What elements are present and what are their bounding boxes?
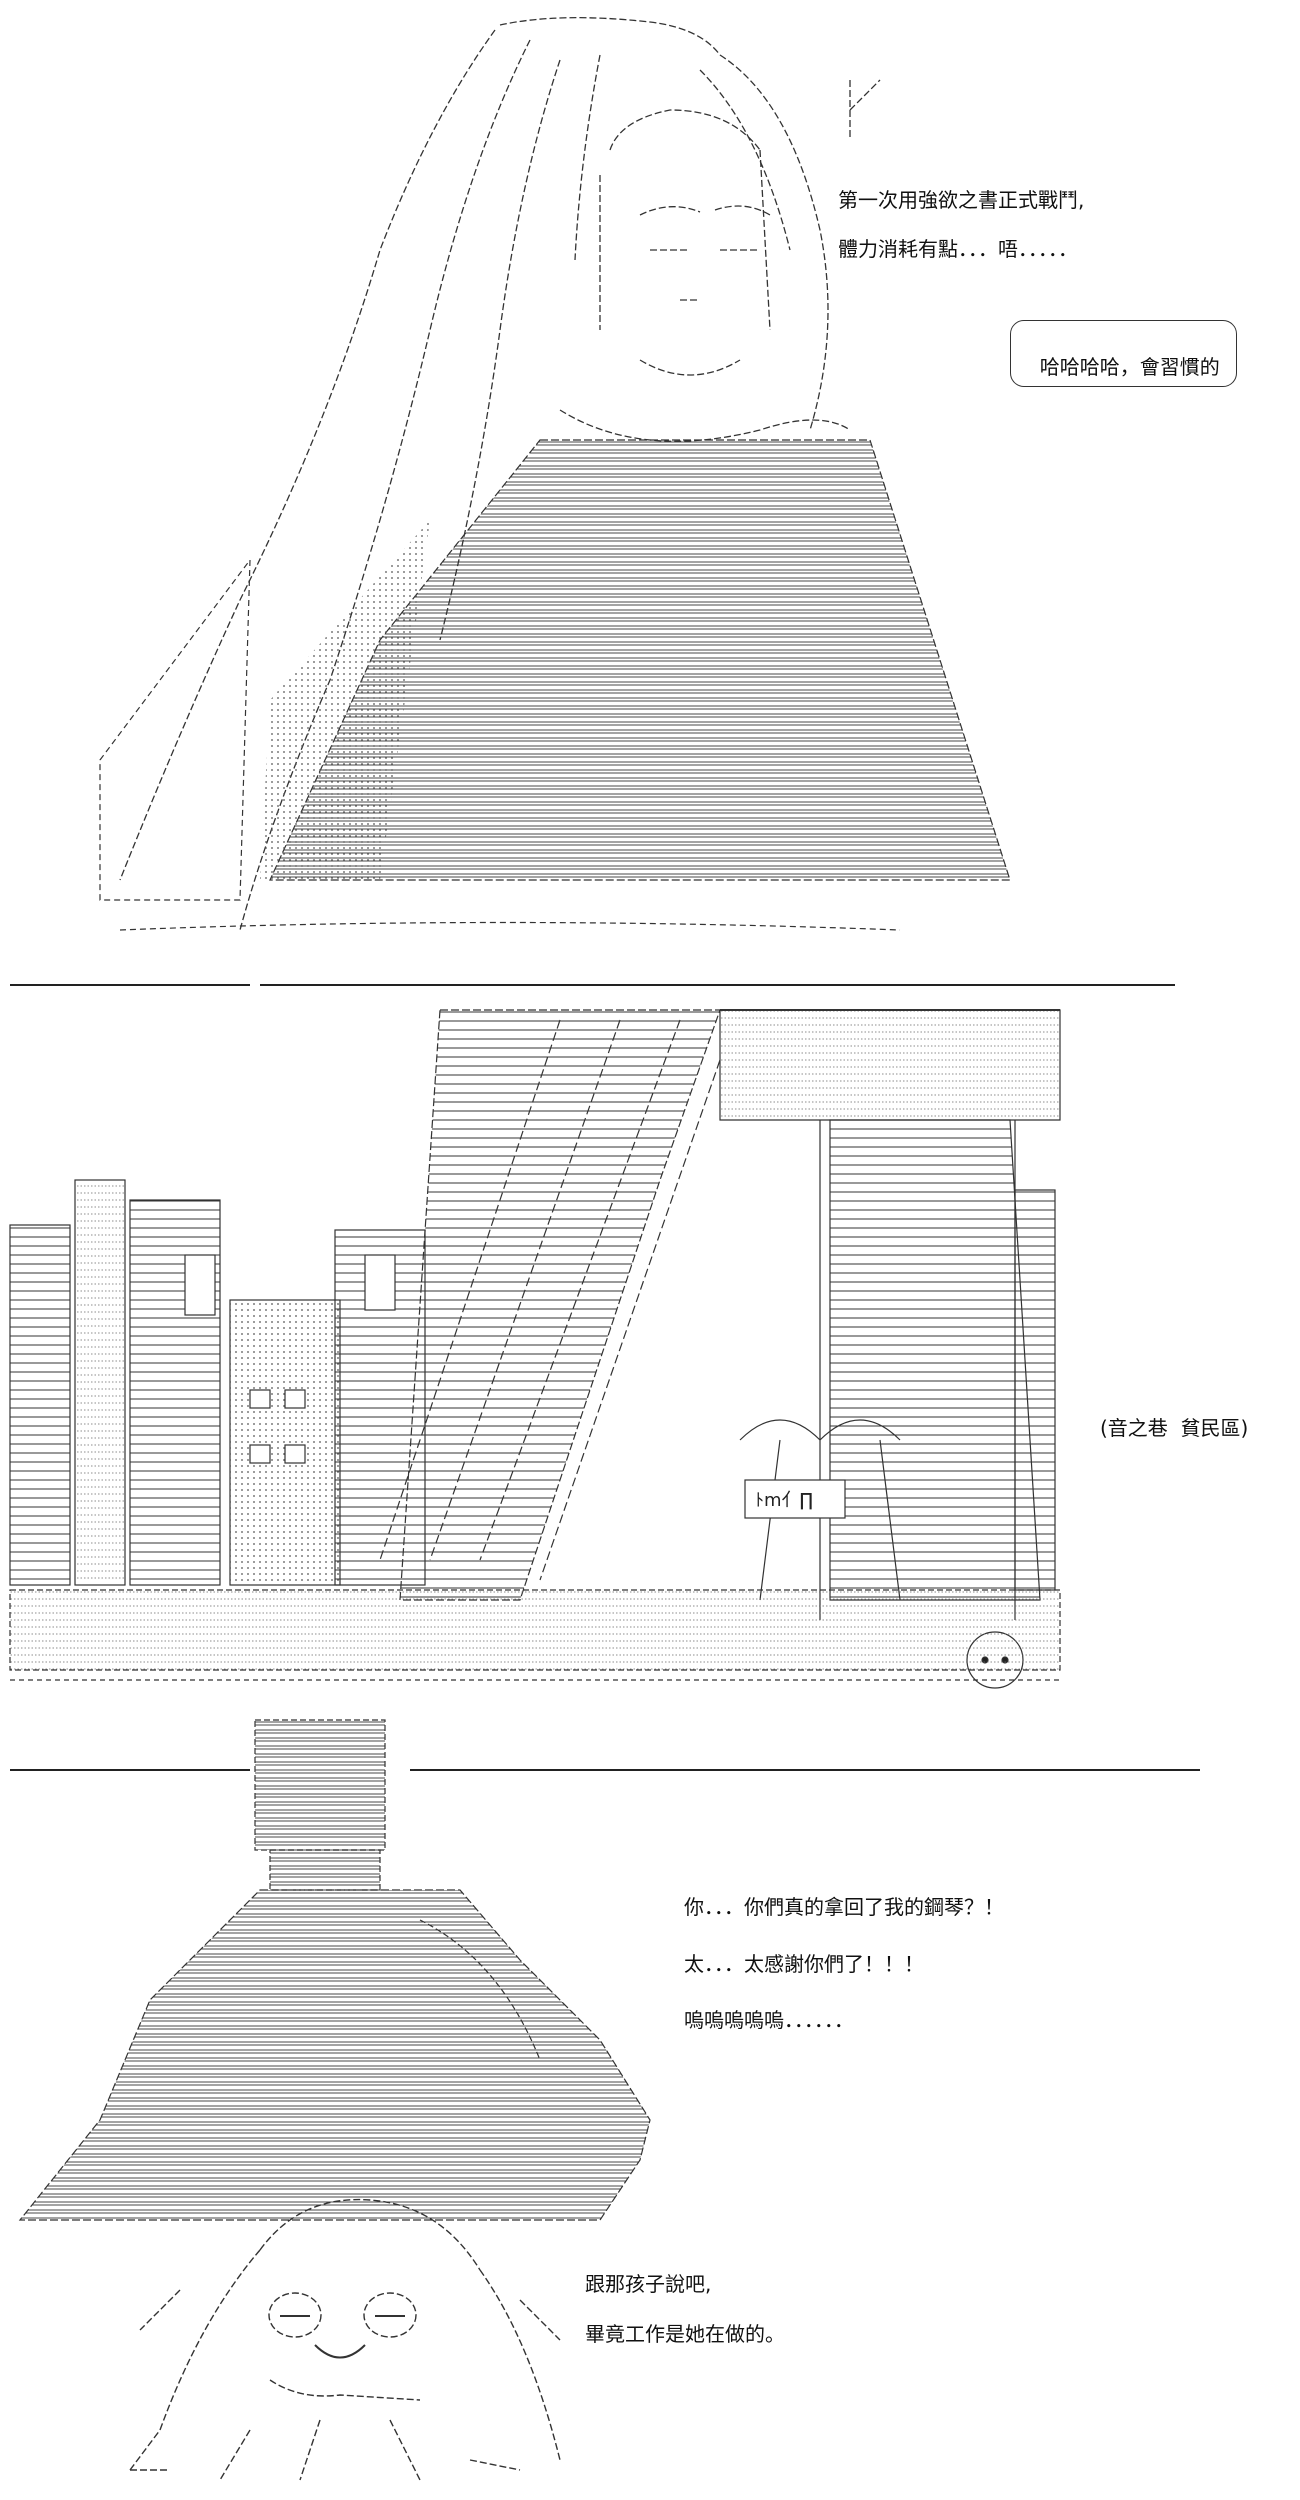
panel3-dialogue-line-1: 你．．．你們真的拿回了我的鋼琴？！: [684, 1895, 1004, 1919]
location-caption: (音之巷 貧民區): [1100, 1416, 1249, 1440]
panel4-dialogue-line-2: 畢竟工作是她在做的。: [585, 2322, 785, 2346]
shop-sign: ﾄm亻∏: [755, 1490, 813, 1511]
panel1-dialogue-line-2: 體力消耗有點．．．唔．．．．．: [838, 237, 1078, 261]
figure-grateful: [18, 1719, 651, 2221]
panel1-dialogue-line-1: 第一次用強欲之書正式戰鬥,: [838, 188, 1085, 212]
speech-bubble: 哈哈哈哈，會習慣的: [1010, 320, 1237, 387]
slum-cityscape: ﾄm亻∏: [9, 1009, 1061, 1689]
figure-smiling-creature: [129, 2198, 561, 2481]
panel3-dialogue-line-2: 太．．．太感謝你們了！！！: [684, 1952, 924, 1976]
figure-long-hair: [119, 17, 881, 931]
speech-bubble-text: 哈哈哈哈，會習慣的: [1039, 355, 1220, 379]
panel4-dialogue-line-1: 跟那孩子說吧,: [585, 2272, 712, 2296]
panel3-dialogue-line-3: 嗚嗚嗚嗚嗚．．．．．．: [684, 2008, 854, 2032]
